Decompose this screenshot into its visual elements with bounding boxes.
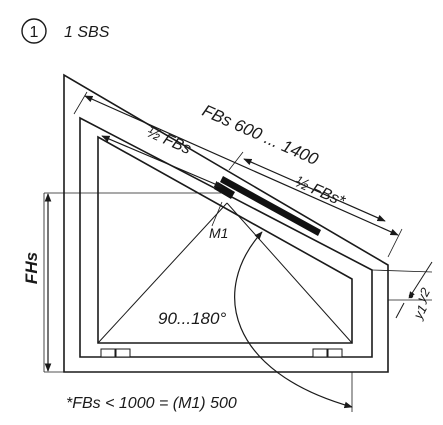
fhs-label: FHs: [22, 252, 41, 284]
item-number: 1: [30, 24, 39, 41]
angle-label: 90...180°: [158, 309, 226, 328]
item-number-circle: [21, 18, 47, 44]
y2-label: y2: [413, 285, 434, 306]
fbs-extension-left: [73, 91, 88, 115]
bottom-hinge-right-b: [327, 348, 343, 358]
bottom-hinge-right-a: [312, 348, 328, 358]
half-fbs-left-dimension-line: [101, 135, 223, 188]
y-dimension-point: [408, 293, 414, 299]
sash-fold-line-right: [226, 202, 353, 344]
fbs-label: FBs 600 ... 1400: [199, 101, 321, 169]
m1-leader: [211, 201, 223, 227]
footnote: *FBs < 1000 = (M1) 500: [66, 395, 237, 412]
opening-angle-arc: [234, 231, 353, 409]
y-extension-top: [371, 269, 433, 273]
bottom-hinge-left-b: [115, 348, 131, 358]
half-fbs-right-label: ½ FBs*: [292, 173, 348, 210]
y2-dimension-line: [408, 261, 433, 299]
y1-label: y1: [410, 302, 430, 322]
fbs-extension-right: [387, 228, 403, 258]
caption: 1 SBS: [64, 24, 110, 41]
center-marker-tick: [228, 151, 244, 171]
y1-dimension-line: [395, 302, 405, 319]
m1-label: M1: [209, 225, 228, 241]
item-number-marker: 1: [21, 18, 47, 44]
bottom-hinge-left-a: [100, 348, 116, 358]
half-fbs-right-dimension-line: [243, 158, 386, 222]
half-fbs-left-label: ½ FBs: [144, 124, 193, 158]
